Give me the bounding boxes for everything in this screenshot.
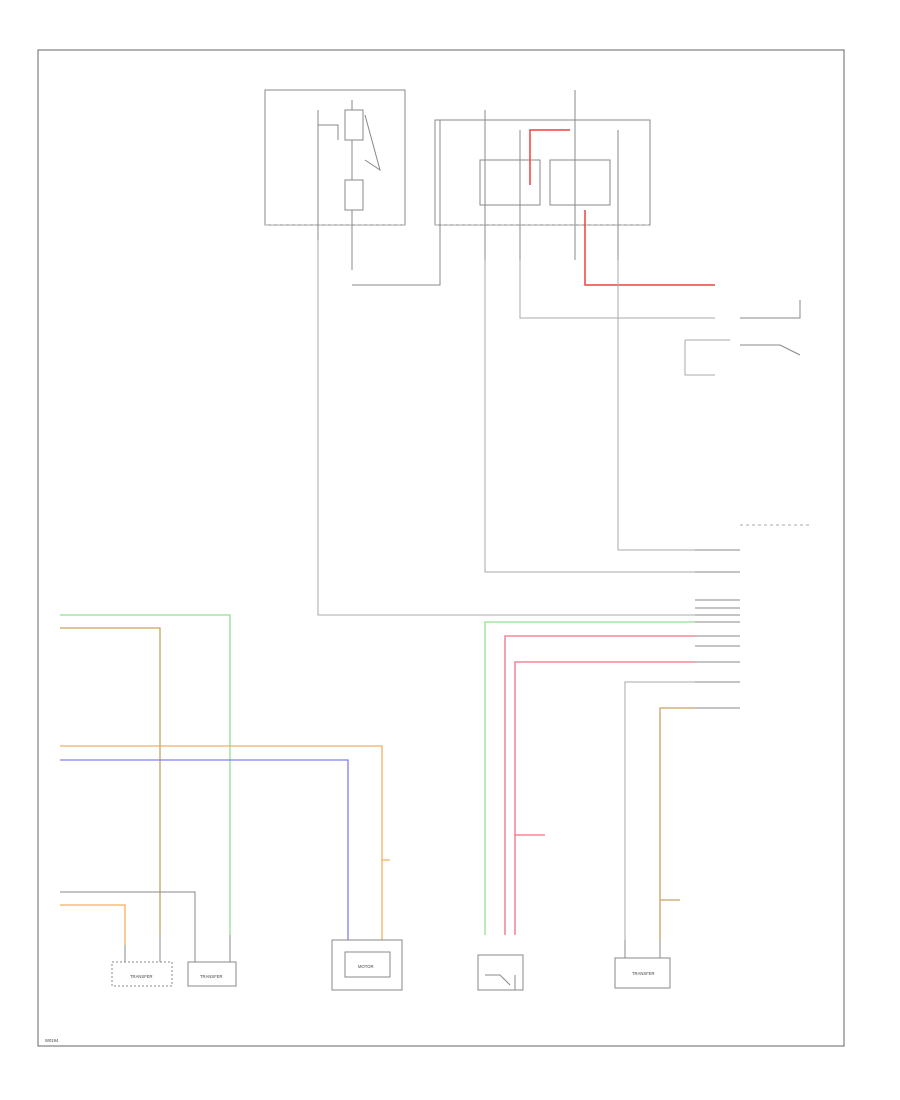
component-actuator: MOTOR bbox=[331, 939, 403, 991]
svg-text:TRANSFER: TRANSFER bbox=[632, 971, 655, 976]
tan-wire-right bbox=[659, 707, 695, 940]
relay-block-right bbox=[352, 90, 651, 286]
component-lo-range-sensor: TRANSFER bbox=[187, 935, 237, 987]
svg-text:MOTOR: MOTOR bbox=[358, 964, 374, 969]
figure-number: W0194 bbox=[45, 1038, 59, 1043]
blue-wire bbox=[60, 759, 349, 940]
orange-wire bbox=[60, 745, 390, 945]
component-transfer-switch bbox=[477, 954, 524, 991]
ecm-connector-pins bbox=[695, 549, 740, 709]
red-wire-top bbox=[529, 129, 715, 286]
component-ecm-sensor: TRANSFER bbox=[614, 940, 671, 989]
component-rear-transfer-sensor: TRANSFER bbox=[111, 935, 173, 987]
green-wire bbox=[60, 614, 695, 935]
tan-wire-left bbox=[60, 627, 161, 935]
pink-wire-1 bbox=[504, 635, 695, 935]
diagram-border bbox=[37, 49, 845, 1047]
pink-wire-2 bbox=[514, 661, 695, 935]
relay-block-left bbox=[264, 89, 406, 270]
svg-text:TRANSFER: TRANSFER bbox=[130, 974, 153, 979]
svg-text:TRANSFER: TRANSFER bbox=[200, 974, 223, 979]
